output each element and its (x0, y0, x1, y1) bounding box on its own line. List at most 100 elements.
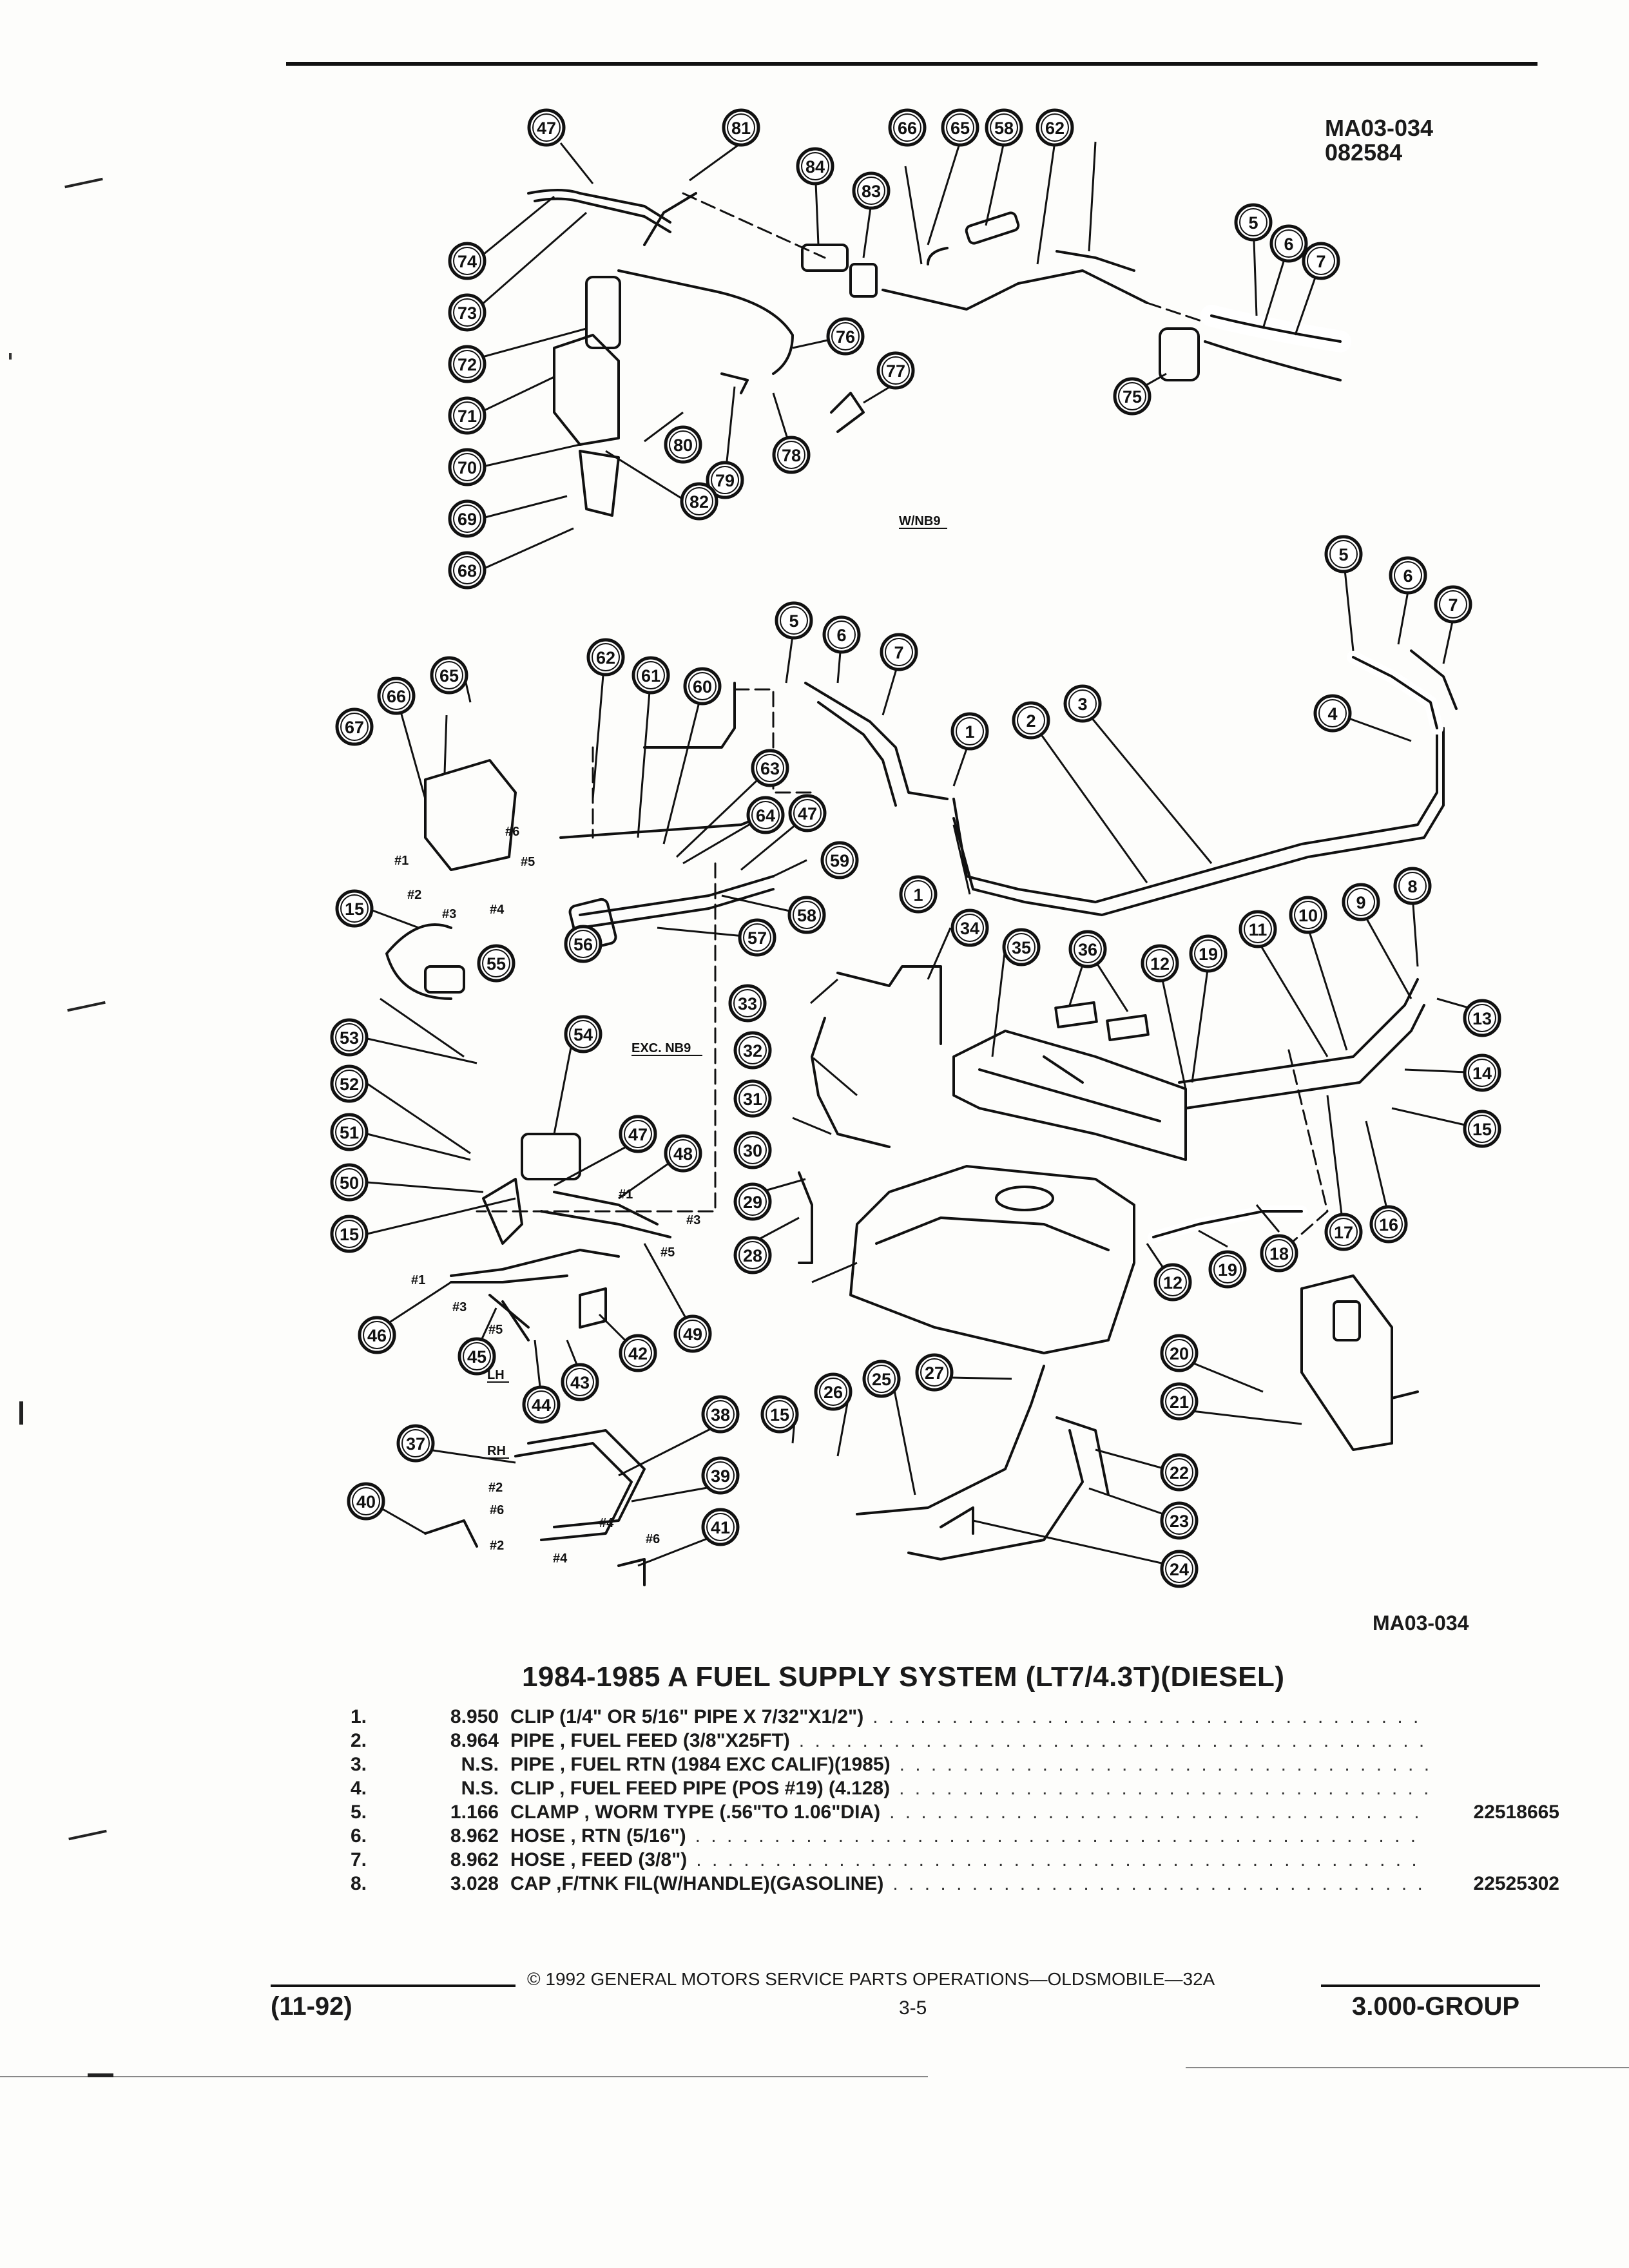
part-description: PIPE , FUEL RTN (1984 EXC CALIF)(1985) (510, 1754, 891, 1775)
callout-47: 47 (619, 1115, 657, 1153)
callout-inner-ring (706, 1513, 735, 1541)
label-cyl-1: #1 (394, 854, 409, 868)
callout-number: 54 (574, 1025, 593, 1044)
callout-inner-ring (1374, 1210, 1403, 1238)
callout-number: 81 (731, 119, 751, 138)
part-ref-number: 3.028 (450, 1873, 499, 1894)
callout-32: 32 (733, 1031, 772, 1070)
callout-36: 36 (1068, 930, 1107, 968)
callout-inner-ring (1118, 382, 1146, 410)
callout-5: 5 (1324, 535, 1363, 573)
callout-63: 63 (751, 749, 789, 787)
callout-inner-ring (1165, 1387, 1193, 1416)
callout-27: 27 (915, 1353, 954, 1392)
scan-mark (9, 353, 12, 360)
callout-57: 57 (738, 918, 776, 957)
callout-40: 40 (347, 1482, 385, 1521)
callout-number: 71 (458, 407, 477, 426)
callout-circle (396, 1424, 435, 1463)
callout-inner-ring (1275, 229, 1303, 258)
callout-circle (1036, 108, 1074, 147)
callout-20: 20 (1160, 1334, 1199, 1372)
callout-inner-ring (1041, 113, 1069, 142)
callout-circle (775, 601, 813, 640)
callout-inner-ring (751, 801, 780, 829)
callout-circle (852, 171, 891, 210)
callout-circle (347, 1482, 385, 1521)
callout-6: 6 (1269, 224, 1308, 263)
callout-41: 41 (701, 1508, 740, 1546)
callout-circle (728, 984, 767, 1023)
callout-inner-ring (569, 1020, 597, 1048)
callout-59: 59 (820, 841, 859, 879)
callout-circle (1313, 694, 1352, 733)
callout-49: 49 (673, 1314, 712, 1353)
callout-number: 40 (356, 1492, 376, 1512)
callout-inner-ring (1007, 933, 1036, 961)
callout-55: 55 (477, 944, 516, 983)
callout-33: 33 (728, 984, 767, 1023)
callout-circle (1160, 1453, 1199, 1492)
callout-circle (1068, 930, 1107, 968)
callout-inner-ring (1318, 699, 1347, 727)
callout-5: 5 (1234, 203, 1273, 242)
part-29 (798, 1171, 813, 1264)
callout-number: 12 (1150, 954, 1170, 974)
callout-inner-ring (1329, 540, 1358, 568)
callout-inner-ring (1146, 949, 1174, 977)
callout-circle (1389, 556, 1427, 595)
part-index: 5. (351, 1802, 367, 1823)
callout-number: 62 (596, 648, 615, 668)
pipe-56b (579, 888, 775, 929)
callout-circle (1160, 1550, 1199, 1588)
callout-inner-ring (1468, 1115, 1496, 1143)
callout-number: 45 (467, 1347, 487, 1367)
part-84 (801, 244, 849, 272)
callout-25: 25 (862, 1360, 901, 1398)
bottom-edge-line (0, 2076, 928, 2077)
callout-1: 1 (950, 712, 989, 751)
callout-5: 5 (775, 601, 813, 640)
callout-number: 38 (711, 1405, 730, 1425)
callout-inner-ring (920, 1358, 949, 1387)
label-cyl-4: #4 (553, 1552, 568, 1566)
callout-circle (751, 749, 789, 787)
callout-circle (862, 1360, 901, 1398)
label-rh: RH (487, 1444, 506, 1458)
callout-16: 16 (1369, 1205, 1408, 1244)
callout-79: 79 (706, 461, 744, 499)
callout-inner-ring (453, 298, 481, 327)
callout-number: 15 (345, 899, 364, 919)
callout-number: 56 (574, 935, 593, 954)
callout-62: 62 (586, 638, 625, 677)
pipe-line (643, 192, 697, 246)
callout-10: 10 (1289, 896, 1327, 934)
part-ref-number: 8.964 (450, 1730, 499, 1751)
filler-neck-2 (1184, 1004, 1425, 1110)
part-ref-number: N.S. (461, 1754, 499, 1775)
label-cyl-6: #6 (505, 825, 519, 839)
sender-wire (811, 1017, 891, 1148)
part-ref-number: 8.962 (450, 1825, 499, 1847)
callout-12: 12 (1141, 944, 1179, 983)
part-description: CLAMP , WORM TYPE (.56"TO 1.06"DIA) (510, 1802, 881, 1823)
label-cyl-2: #2 (407, 888, 421, 902)
callout-number: 7 (1316, 252, 1325, 271)
callout-circle (1324, 535, 1363, 573)
part-index: 3. (351, 1754, 367, 1775)
part-index: 4. (351, 1778, 367, 1799)
callout-number: 7 (1448, 595, 1458, 615)
callout-circle (733, 1182, 772, 1221)
callout-number: 65 (439, 666, 459, 686)
line-48b (540, 1210, 671, 1238)
top-rule (286, 62, 1537, 66)
callout-number: 34 (960, 919, 979, 938)
callout-14: 14 (1463, 1053, 1501, 1092)
callout-inner-ring (401, 1429, 430, 1457)
callout-inner-ring (463, 1342, 491, 1370)
line-46 (450, 1249, 620, 1277)
callout-number: 1 (913, 885, 923, 905)
callout-number: 49 (683, 1325, 702, 1344)
